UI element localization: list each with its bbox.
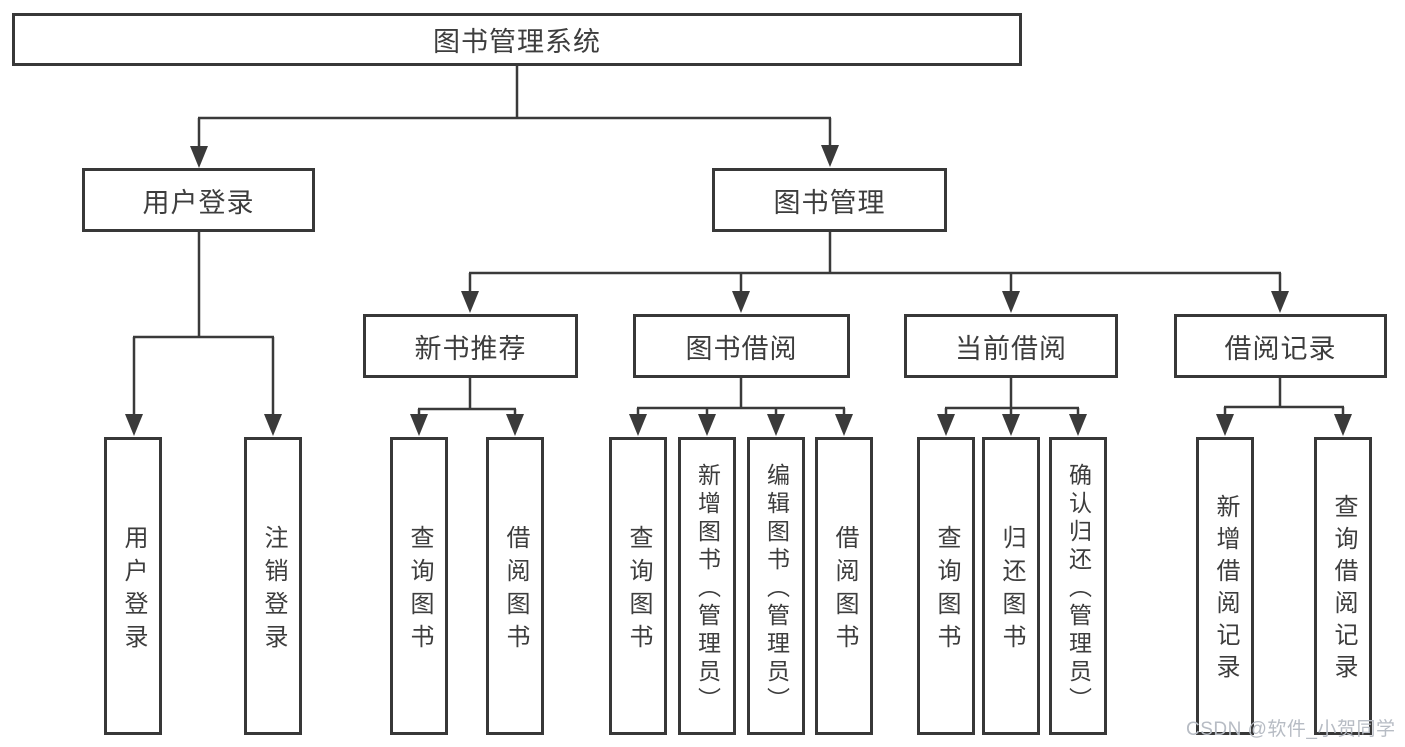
leaf-cb-confirm-return-admin-label: 确认归还（管理员） bbox=[1065, 462, 1092, 715]
node-root-label: 图书管理系统 bbox=[433, 27, 601, 57]
leaf-cb-confirm-return-admin: 确认归还（管理员） bbox=[1049, 437, 1107, 735]
node-user-login: 用户登录 bbox=[82, 168, 315, 232]
leaf-logout-label: 注销登录 bbox=[260, 524, 287, 657]
leaf-bb-borrow-books: 借阅图书 bbox=[815, 437, 873, 735]
leaf-bb-query-books-label: 查询图书 bbox=[625, 524, 652, 657]
leaf-br-add-record: 新增借阅记录 bbox=[1196, 437, 1254, 735]
node-borrow-records: 借阅记录 bbox=[1174, 314, 1387, 378]
leaf-bb-edit-books-admin: 编辑图书（管理员） bbox=[747, 437, 805, 735]
leaf-logout: 注销登录 bbox=[244, 437, 302, 735]
leaf-user-login: 用户登录 bbox=[104, 437, 162, 735]
leaf-nb-query-books: 查询图书 bbox=[390, 437, 448, 735]
node-new-book-recommend: 新书推荐 bbox=[363, 314, 578, 378]
leaf-cb-query-books-label: 查询图书 bbox=[933, 524, 960, 657]
leaf-bb-edit-books-admin-label: 编辑图书（管理员） bbox=[763, 462, 790, 715]
node-user-login-label: 用户登录 bbox=[142, 187, 255, 218]
leaf-nb-query-books-label: 查询图书 bbox=[406, 524, 433, 657]
leaf-bb-query-books: 查询图书 bbox=[609, 437, 667, 735]
leaf-nb-borrow-books: 借阅图书 bbox=[486, 437, 544, 735]
leaf-cb-query-books: 查询图书 bbox=[917, 437, 975, 735]
node-book-borrow-label: 图书借阅 bbox=[685, 333, 798, 364]
node-book-management-label: 图书管理 bbox=[773, 187, 886, 218]
leaf-nb-borrow-books-label: 借阅图书 bbox=[502, 524, 529, 657]
node-borrow-records-label: 借阅记录 bbox=[1224, 333, 1337, 364]
node-root: 图书管理系统 bbox=[12, 13, 1022, 66]
leaf-br-query-record: 查询借阅记录 bbox=[1314, 437, 1372, 735]
leaf-br-add-record-label: 新增借阅记录 bbox=[1212, 494, 1239, 686]
leaf-bb-add-books-admin-label: 新增图书（管理员） bbox=[694, 462, 721, 715]
leaf-br-query-record-label: 查询借阅记录 bbox=[1330, 494, 1357, 686]
node-book-management: 图书管理 bbox=[712, 168, 947, 232]
leaf-bb-borrow-books-label: 借阅图书 bbox=[831, 524, 858, 657]
node-current-borrow-label: 当前借阅 bbox=[955, 333, 1067, 364]
node-new-book-recommend-label: 新书推荐 bbox=[414, 333, 527, 364]
watermark: CSDN @软件_小贺同学 bbox=[1186, 719, 1396, 740]
leaf-bb-add-books-admin: 新增图书（管理员） bbox=[678, 437, 736, 735]
leaf-user-login-label: 用户登录 bbox=[120, 524, 147, 657]
node-book-borrow: 图书借阅 bbox=[633, 314, 850, 378]
leaf-cb-return-books: 归还图书 bbox=[982, 437, 1040, 735]
leaf-cb-return-books-label: 归还图书 bbox=[998, 524, 1025, 657]
node-current-borrow: 当前借阅 bbox=[904, 314, 1118, 378]
